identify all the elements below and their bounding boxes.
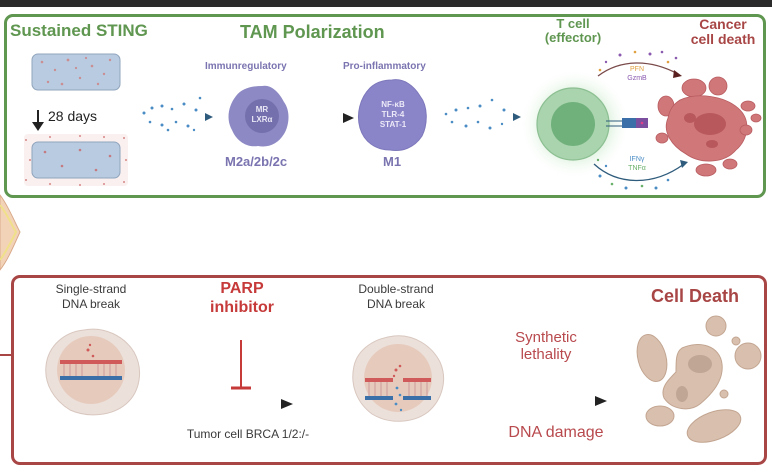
m2-marker: MR [255,105,269,114]
left-edge-tissue-shape [0,194,21,356]
m1-marker: STAT-1 [379,120,407,129]
parp-sublabel: inhibitor [210,299,274,316]
m2-subtype-label: M2a/2b/2c [225,154,288,169]
ssb-label: Single-strand [55,282,127,296]
polarization-arrow [298,113,354,123]
m1-macrophage-cell [357,79,427,151]
hydrogel-cylinder-day28 [24,134,128,186]
synthetic-lethality-arrow [494,396,607,406]
cytokine-release-arrow [440,98,521,130]
dsb-sublabel: DNA break [366,297,426,311]
m2-macrophage-cell [228,85,289,147]
inhibition-symbol [231,340,251,390]
cancer-cell-nucleus [684,113,726,148]
sting-release-arrow [138,96,213,132]
tcr-mhc-complex [606,118,648,128]
perforin-label: PFN [630,66,644,73]
cancer-subtitle: cell death [690,31,756,47]
ifn-gamma-label: IFNγ [629,156,645,163]
down-arrow-icon [32,110,44,131]
sustained-sting-title: Sustained STING [10,21,148,40]
cell-death-title: Cell Death [650,286,740,306]
parp-synthetic-lethality-panel [11,275,767,465]
top-dark-bar [0,0,772,7]
t-cell [519,68,631,180]
m2-marker: LXRα [251,115,273,124]
cytokine-arc [593,158,688,190]
synthetic-lethality-label: Synthetic [515,329,577,346]
m2-state-label: Immunregulatory [205,61,287,72]
dsb-label: Double-strand [358,282,434,296]
hydrogel-cylinder-day0 [31,53,121,91]
ssb-sublabel: DNA break [61,297,121,311]
duration-label: 28 days [48,108,98,124]
tcell-subtitle: (effector) [544,30,602,45]
tam-polarization-title: TAM Polarization [240,22,385,42]
ssb-to-dsb-arrow [186,399,293,409]
synthetic-lethality-sublabel: lethality [520,346,572,363]
granzyme-label: GzmB [627,75,647,82]
m1-state-label: Pro-inflammatory [343,61,426,72]
m1-marker: TLR-4 [381,110,405,119]
m1-subtype-label: M1 [383,154,402,169]
dna-damage-label: DNA damage [508,424,604,441]
tcell-title: T cell [556,16,590,31]
tnf-alpha-label: TNFα [628,165,646,172]
single-strand-break-cell [45,328,141,416]
tumor-brca-label: Tumor cell BRCA 1/2:/- [186,427,310,441]
cytotoxic-granule-arc [597,50,682,78]
apoptotic-nucleus [676,355,712,402]
cancer-title: Cancer [699,16,747,32]
sting-tam-panel [4,14,766,198]
parp-label: PARP [220,280,264,297]
double-strand-break-cell [352,335,444,422]
m1-marker: NF-κB [381,100,405,109]
